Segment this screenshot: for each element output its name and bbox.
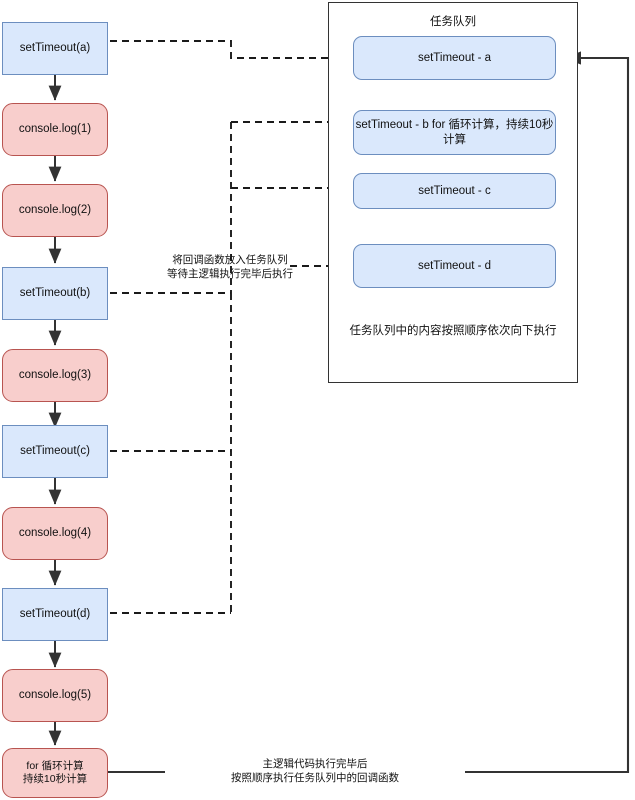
- node-label: setTimeout(a): [19, 42, 91, 55]
- queue-item-settimeout-c[interactable]: setTimeout - c: [353, 173, 556, 209]
- queue-item-label: setTimeout - d: [417, 259, 492, 272]
- node-settimeout-b[interactable]: setTimeout(b): [2, 267, 108, 320]
- node-console-log-4[interactable]: console.log(4): [2, 507, 108, 560]
- node-label: console.log(1): [18, 123, 92, 136]
- task-queue-footer-note: 任务队列中的内容按照顺序依次向下执行: [349, 325, 557, 337]
- queue-item-settimeout-d[interactable]: setTimeout - d: [353, 244, 556, 288]
- node-settimeout-c[interactable]: setTimeout(c): [2, 425, 108, 478]
- node-label: console.log(2): [18, 204, 92, 217]
- node-settimeout-a[interactable]: setTimeout(a): [2, 22, 108, 75]
- annotation-enqueue: 将回调函数放入任务队列 等待主逻辑执行完毕后执行: [167, 254, 293, 281]
- node-label: console.log(3): [18, 369, 92, 382]
- node-label: setTimeout(b): [19, 287, 91, 300]
- queue-item-settimeout-a[interactable]: setTimeout - a: [353, 36, 556, 80]
- task-queue-title: 任务队列: [430, 16, 476, 28]
- enqueue-dashed-edges: [110, 40, 346, 614]
- node-for-loop[interactable]: for 循环计算 持续10秒计算: [2, 748, 108, 798]
- node-settimeout-d[interactable]: setTimeout(d): [2, 588, 108, 641]
- queue-item-label: setTimeout - c: [418, 184, 491, 197]
- node-label: console.log(5): [18, 689, 92, 702]
- node-console-log-2[interactable]: console.log(2): [2, 184, 108, 237]
- queue-item-label: setTimeout - b for 循环计算，持续10秒计算: [355, 118, 554, 146]
- node-console-log-5[interactable]: console.log(5): [2, 669, 108, 722]
- queue-item-settimeout-b[interactable]: setTimeout - b for 循环计算，持续10秒计算: [353, 110, 556, 155]
- node-console-log-1[interactable]: console.log(1): [2, 103, 108, 156]
- queue-item-label: setTimeout - a: [417, 51, 492, 64]
- node-label: console.log(4): [18, 527, 92, 540]
- annotation-drain: 主逻辑代码执行完毕后 按照顺序执行任务队列中的回调函数: [165, 757, 465, 786]
- node-console-log-3[interactable]: console.log(3): [2, 349, 108, 402]
- node-label: setTimeout(c): [20, 445, 90, 458]
- node-label: for 循环计算 持续10秒计算: [22, 759, 88, 785]
- node-label: setTimeout(d): [19, 608, 91, 621]
